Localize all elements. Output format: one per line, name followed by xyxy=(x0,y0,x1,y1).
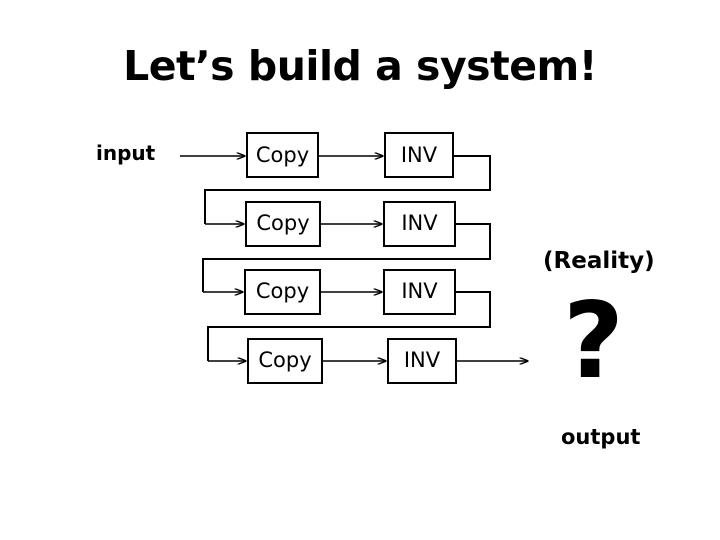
block-copy-2-label: Copy xyxy=(256,211,309,235)
feedback-wire-1 xyxy=(204,155,491,224)
question-mark-label: ? xyxy=(563,280,624,402)
feedback-wire-2 xyxy=(202,223,491,292)
output-label: output xyxy=(561,425,641,449)
block-inv-3 xyxy=(383,269,456,315)
block-inv-1 xyxy=(384,132,454,178)
block-copy-4-label: Copy xyxy=(258,348,311,372)
block-copy-3-label: Copy xyxy=(256,279,309,303)
feedback-wire-3 xyxy=(207,291,491,361)
block-inv-3-label: INV xyxy=(401,279,438,303)
reality-label: (Reality) xyxy=(543,248,655,274)
block-copy-4 xyxy=(247,338,323,384)
block-copy-1-label: Copy xyxy=(256,143,309,167)
block-copy-2 xyxy=(245,201,321,247)
block-inv-4-label: INV xyxy=(404,348,441,372)
block-inv-1-label: INV xyxy=(401,143,438,167)
block-inv-2-label: INV xyxy=(401,211,438,235)
page-title: Let’s build a system! xyxy=(123,42,597,90)
input-label: input xyxy=(96,141,156,165)
block-copy-1 xyxy=(246,132,319,178)
